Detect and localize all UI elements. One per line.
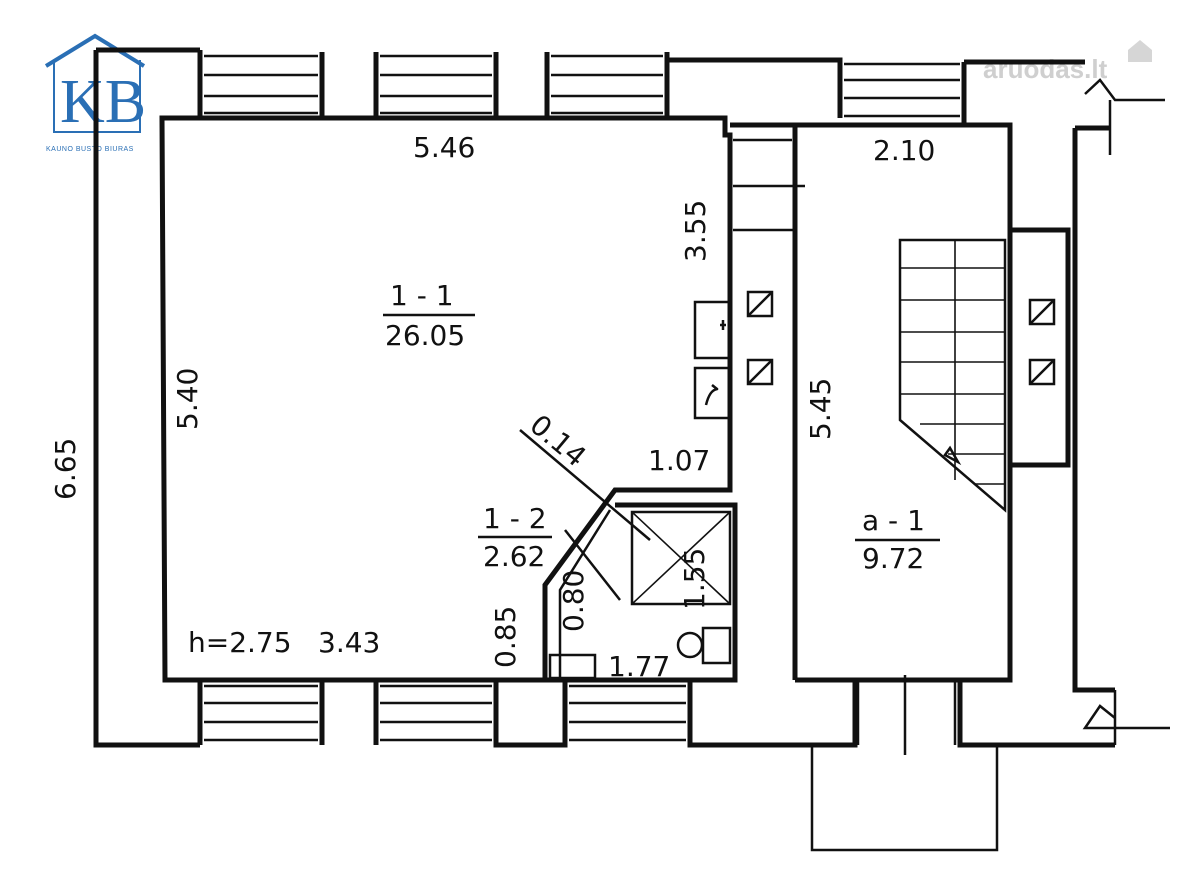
diagonal-marker — [519, 429, 651, 541]
room-1-2-walls — [545, 502, 738, 683]
kitchen-fixtures — [693, 300, 732, 420]
chimney-column — [730, 122, 805, 680]
dim-shower: 1.55 — [678, 548, 711, 610]
dim-height: h=2.75 — [188, 626, 292, 659]
dim-stair-room-side: 5.45 — [804, 378, 837, 440]
dim-room1-bottom: 3.43 — [318, 626, 380, 659]
logo-tagline: KAUNO BUSTO BIURAS — [46, 146, 134, 153]
room-area: 2.62 — [483, 540, 545, 573]
dim-alcove-side: 0.85 — [489, 606, 522, 668]
room-label-a-1: a - 1 9.72 — [855, 504, 940, 575]
dim-stair-room-top: 2.10 — [873, 134, 935, 167]
room-id: a - 1 — [862, 504, 925, 537]
room-id: 1 - 1 — [390, 279, 454, 312]
room-labels: 1 - 1 26.05 1 - 2 2.62 a - 1 9.72 — [383, 279, 940, 575]
windows-top — [204, 54, 960, 118]
room-area: 26.05 — [385, 319, 465, 352]
dim-room1-right-upper: 3.55 — [679, 200, 712, 262]
room-area: 9.72 — [862, 542, 924, 575]
room-id: 1 - 2 — [483, 502, 547, 535]
dim-outer-left: 6.65 — [49, 438, 82, 500]
dimension-labels: 5.46 3.55 5.40 6.65 3.43 h=2.75 0.14 1.0… — [49, 131, 935, 683]
watermark: aruodas.lt — [983, 40, 1152, 84]
windows-bottom — [204, 684, 686, 742]
dim-alcove-top: 1.07 — [648, 444, 710, 477]
watermark-text: aruodas.lt — [983, 54, 1108, 84]
logo: KB KAUNO BUSTO BIURAS — [44, 33, 146, 153]
dim-room1-left: 5.40 — [171, 368, 204, 430]
room-a-1-walls — [795, 122, 1071, 852]
staircase — [898, 238, 1007, 513]
dim-room1-top: 5.46 — [413, 131, 475, 164]
dim-bath-width: 0.80 — [557, 570, 590, 632]
logo-letters: KB — [60, 68, 146, 136]
dim-bath-bottom: 1.77 — [608, 650, 670, 683]
room-1-1-walls — [159, 115, 733, 745]
room-label-1-2: 1 - 2 2.62 — [478, 502, 552, 573]
room-label-1-1: 1 - 1 26.05 — [383, 279, 475, 352]
